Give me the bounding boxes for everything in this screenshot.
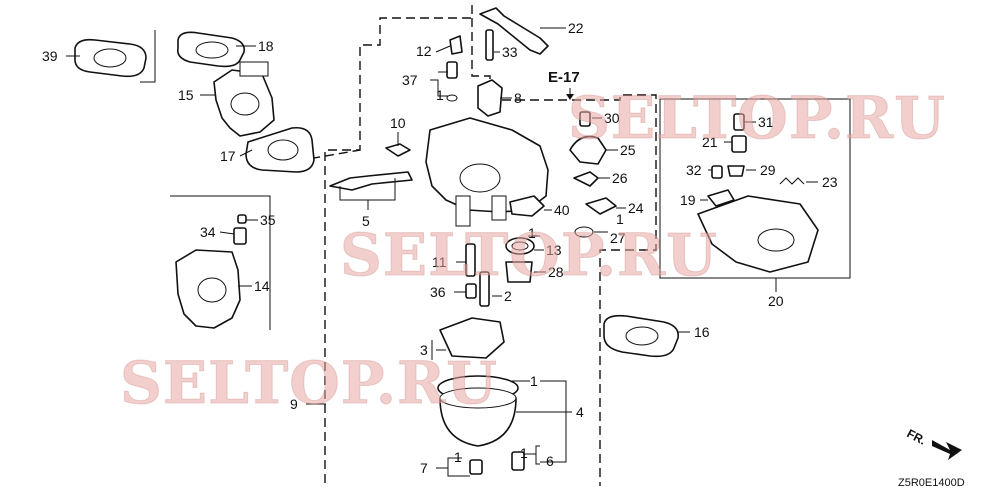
part-11 (465, 243, 476, 277)
label-10: 10 (390, 115, 406, 131)
bolt-6 (511, 451, 525, 471)
label-32: 32 (686, 162, 702, 178)
watermark-2: SELTOP.RU (340, 221, 718, 289)
label-7: 7 (420, 460, 428, 476)
label-1-c: 1 (528, 225, 536, 241)
label-29: 29 (760, 162, 776, 178)
label-13: 13 (546, 242, 562, 258)
label-4: 4 (576, 404, 584, 420)
label-1-f: 1 (520, 445, 528, 461)
diagram-code: Z5R0E1400D (898, 477, 965, 489)
label-9: 9 (290, 396, 298, 412)
label-1-d: 1 (530, 373, 538, 389)
float-bowl-4 (439, 397, 517, 447)
part-40 (509, 195, 545, 217)
bolt-7 (469, 459, 483, 475)
watermark-3: SELTOP.RU (120, 349, 498, 417)
screw-10 (385, 143, 411, 157)
label-35: 35 (260, 212, 276, 228)
label-18: 18 (258, 38, 274, 54)
label-8: 8 (514, 90, 522, 106)
label-21: 21 (702, 134, 718, 150)
part-34 (233, 227, 247, 245)
front-direction-indicator: FR. (905, 426, 962, 460)
label-26: 26 (612, 170, 628, 186)
front-direction-label: FR. (905, 426, 929, 447)
lever-22 (479, 7, 549, 55)
watermark-1: SELTOP.RU (568, 84, 946, 152)
label-2: 2 (504, 288, 512, 304)
label-12: 12 (416, 43, 432, 59)
frame-39 (140, 30, 156, 83)
label-15: 15 (178, 87, 194, 103)
label-24: 24 (628, 200, 644, 216)
screw-30 (579, 111, 591, 127)
plate-20 (697, 195, 819, 273)
label-20: 20 (768, 293, 784, 309)
frame-14 (170, 195, 271, 330)
label-39: 39 (42, 48, 58, 64)
part-drawings (74, 7, 819, 475)
watermarks: SELTOP.RU SELTOP.RU SELTOP.RU (120, 84, 946, 418)
front-arrow-icon (932, 440, 962, 460)
part-24 (585, 197, 617, 215)
pin-33 (485, 29, 494, 61)
label-16: 16 (694, 324, 710, 340)
label-1-e: 1 (454, 449, 462, 465)
frame-20 (659, 98, 851, 279)
reference-label: E-17 (548, 69, 580, 86)
part-21 (731, 135, 747, 153)
spring-23 (779, 177, 805, 185)
label-25: 25 (620, 142, 636, 158)
jet-28 (505, 261, 533, 283)
part-8 (477, 79, 503, 117)
label-19: 19 (680, 192, 696, 208)
lever-19 (707, 189, 735, 207)
float-3 (439, 317, 505, 359)
label-37: 37 (402, 72, 418, 88)
part-36 (465, 283, 477, 299)
part-35 (237, 214, 247, 224)
label-1-a: 1 (436, 87, 444, 103)
leader-lines (66, 27, 818, 477)
part-number-labels: 39 18 15 17 34 35 14 12 33 22 37 1 8 10 … (42, 20, 838, 476)
label-34: 34 (200, 224, 216, 240)
cover-25 (569, 135, 607, 165)
pilot-screw-5 (329, 171, 413, 191)
washer-27 (574, 226, 594, 238)
clip-29 (727, 165, 745, 177)
label-27: 27 (610, 230, 626, 246)
reference-arrow-head-icon (566, 94, 574, 100)
label-22: 22 (568, 20, 584, 36)
label-36: 36 (430, 284, 446, 300)
label-28: 28 (548, 264, 564, 280)
dashed-boundary-left (324, 5, 473, 486)
label-14: 14 (254, 278, 270, 294)
screw-12 (449, 35, 463, 55)
label-5: 5 (362, 213, 370, 229)
label-23: 23 (822, 174, 838, 190)
label-6: 6 (546, 453, 554, 469)
screw-32 (711, 165, 723, 179)
label-31: 31 (758, 114, 774, 130)
label-40: 40 (554, 202, 570, 218)
screw-37 (446, 61, 458, 79)
washer-1a (446, 94, 458, 102)
label-3: 3 (420, 342, 428, 358)
needle-2 (479, 271, 490, 307)
label-30: 30 (604, 110, 620, 126)
label-11: 11 (432, 254, 447, 270)
label-33: 33 (502, 44, 518, 60)
part-26 (573, 171, 599, 187)
dashed-boundary-right (471, 18, 657, 486)
label-1-b: 1 (616, 211, 624, 227)
label-17: 17 (220, 148, 236, 164)
